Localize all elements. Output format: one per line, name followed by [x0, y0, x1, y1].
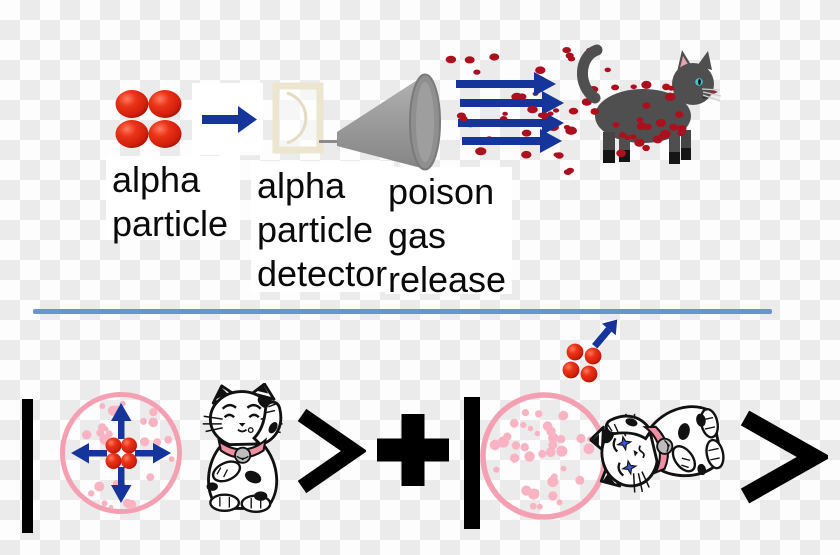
cat-nose [238, 422, 246, 427]
escaping-alpha-icon [562, 343, 602, 383]
cat-nose [633, 450, 638, 457]
escape-arrow-icon [592, 319, 618, 349]
gas-flow-arrows [456, 72, 564, 153]
alive-cat-icon [202, 383, 283, 513]
divider-line [33, 309, 772, 314]
alpha-detector-label: alpha particle detector [257, 164, 387, 296]
cat-body [595, 89, 691, 143]
ket-close-icon [297, 408, 366, 494]
star-eye [621, 459, 638, 476]
label-line: detector [257, 253, 388, 294]
ket-close-icon [740, 410, 828, 504]
alpha-particle-label: alpha particle [112, 158, 228, 246]
background-patch [385, 167, 512, 294]
ket-bar-icon [22, 399, 33, 533]
poison-gas-label: poison gas release [388, 170, 506, 302]
label-line: poison [388, 171, 495, 212]
cat-mouth [638, 445, 645, 459]
cat-tail [577, 44, 603, 104]
poisoned-cat-icon [577, 44, 721, 164]
confinement-arrows [71, 403, 171, 503]
cat-brows [221, 403, 262, 410]
label-line: alpha [112, 159, 201, 200]
cat-foot [705, 438, 725, 470]
released-source-circle-icon [480, 392, 608, 520]
alpha-detector-icon [272, 82, 324, 154]
plus-icon [377, 414, 449, 486]
label-line: alpha [257, 165, 346, 206]
cat-whiskers [701, 88, 721, 102]
label-line: release [388, 259, 507, 300]
background-patch [251, 161, 394, 292]
label-line: particle [112, 203, 229, 244]
raised-paw [252, 400, 283, 447]
cat-collar [217, 437, 268, 459]
bell-icon [234, 446, 252, 464]
background-patch [106, 156, 240, 240]
star-eye [616, 435, 633, 452]
label-line: particle [257, 209, 374, 250]
alpha-particle-cluster-icon [115, 90, 182, 148]
cat-foot [209, 493, 241, 513]
contained-source-circle-icon [60, 392, 182, 514]
dead-cat-icon [584, 384, 736, 505]
alpha-particle-cluster-icon [105, 437, 137, 469]
ket-bar-icon [464, 397, 480, 529]
bell-icon [656, 437, 674, 455]
right-arrow-icon [202, 106, 257, 133]
cat-head [672, 63, 714, 105]
gas-funnel-icon [337, 73, 441, 171]
cat-nose [711, 89, 718, 95]
detector-wire [319, 140, 341, 143]
cat-mouth [237, 428, 248, 433]
raised-paw [604, 414, 653, 441]
label-line: gas [388, 215, 447, 256]
cat-eyes-closed [223, 413, 260, 419]
cat-brows [612, 437, 625, 477]
